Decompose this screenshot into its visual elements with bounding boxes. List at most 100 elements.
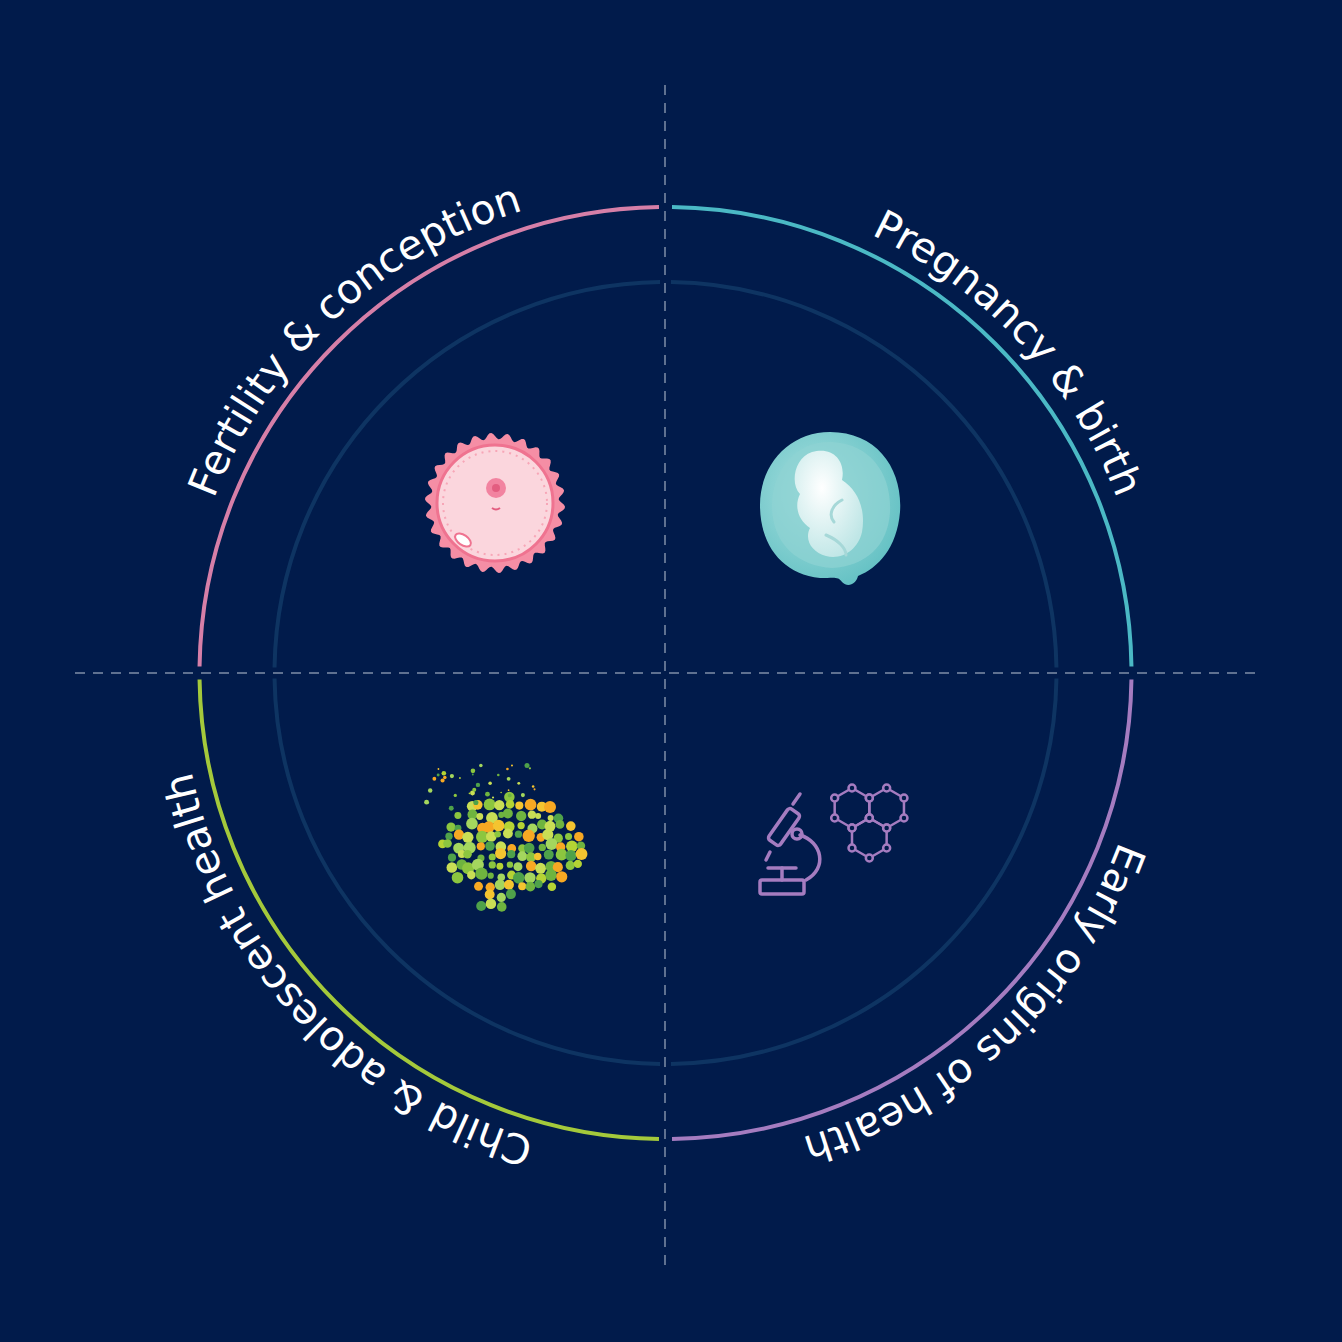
microscope-base — [760, 880, 804, 894]
brain-dot — [494, 831, 501, 838]
atom-dot — [883, 785, 890, 792]
brain-dot — [515, 802, 523, 810]
brain-dot — [515, 831, 522, 838]
quadrant-arc — [672, 680, 1131, 1139]
brain-dot — [488, 873, 494, 879]
brain-dot — [463, 850, 472, 859]
egg-corona — [425, 433, 565, 573]
brain-dot — [495, 848, 506, 859]
womb-shape — [760, 432, 900, 585]
brain-dot — [476, 813, 483, 820]
brain-dot — [513, 862, 522, 871]
brain-dot — [473, 800, 478, 805]
brain-dot — [511, 764, 513, 766]
brain-dot — [517, 822, 524, 829]
brain-dot — [492, 796, 494, 798]
brain-dot — [534, 880, 542, 888]
brain-dot — [518, 882, 526, 890]
vertical-divider — [664, 85, 666, 1265]
brain-dot — [565, 850, 576, 861]
microscope-molecule-icon — [760, 785, 907, 895]
brain-dot — [544, 850, 554, 860]
brain-dot — [507, 861, 513, 867]
inner-ring-arc — [671, 678, 1057, 1064]
brain-dots-icon — [424, 763, 587, 912]
brain-dot — [454, 794, 457, 797]
brain-dot — [495, 879, 506, 890]
brain-dot — [574, 860, 582, 868]
brain-dot — [556, 871, 567, 882]
amniotic-sac — [772, 442, 890, 568]
brain-dot — [517, 851, 527, 861]
egg-membrane — [437, 445, 553, 561]
brain-dot — [507, 777, 511, 781]
label-text-path: Fertility & conception — [179, 174, 527, 503]
microscope-tube — [767, 807, 800, 846]
brain-dot — [476, 783, 480, 787]
atom-dot — [883, 845, 890, 852]
quadrant-arc — [672, 207, 1131, 666]
brain-dot — [485, 890, 495, 900]
brain-dot — [508, 793, 512, 797]
brain-dot — [462, 832, 473, 843]
polar-body — [453, 531, 473, 550]
brain-dot — [566, 821, 576, 831]
brain-dot — [506, 768, 509, 771]
brain-dot — [424, 800, 429, 805]
brain-dot — [535, 863, 546, 874]
atom-dot — [866, 815, 873, 822]
label-text-path: Pregnancy & birth — [867, 201, 1153, 503]
inner-ring-arc — [275, 282, 661, 668]
atom-dot — [900, 795, 907, 802]
atom-dot — [866, 815, 873, 822]
brain-dot — [497, 893, 506, 902]
brain-dot — [534, 853, 541, 860]
atom-dot — [831, 795, 838, 802]
quadrant-label: Fertility & conception — [179, 174, 527, 503]
brain-dot — [448, 854, 456, 862]
brain-dot — [446, 822, 455, 831]
egg-cell-icon — [425, 433, 565, 573]
brain-dot — [437, 774, 440, 777]
atom-dot — [849, 825, 856, 832]
brain-dot — [485, 792, 490, 797]
brain-dot — [532, 785, 535, 788]
brain-dot — [469, 792, 471, 794]
brain-dot — [503, 809, 513, 819]
brain-dot — [544, 801, 556, 813]
brain-dot — [513, 872, 525, 884]
brain-dot — [449, 806, 454, 811]
brain-dot — [521, 793, 525, 797]
horizontal-divider — [75, 672, 1258, 674]
egg-inner-ring — [443, 451, 547, 555]
brain-dot — [503, 829, 513, 839]
microscope-stage — [768, 866, 796, 870]
microscope-arm — [800, 835, 820, 880]
brain-dot — [526, 882, 536, 892]
hexagon — [852, 818, 887, 858]
brain-dot — [524, 872, 535, 883]
brain-dot — [432, 777, 436, 781]
brain-dot — [535, 813, 541, 819]
brain-dot — [526, 861, 536, 871]
fetus-icon — [760, 432, 900, 585]
brain-dot — [474, 882, 483, 891]
brain-dot — [443, 839, 452, 848]
brain-dot — [546, 838, 558, 850]
atom-dot — [866, 855, 873, 862]
microscope-eyepiece — [793, 794, 800, 804]
brain-dot — [523, 830, 535, 842]
brain-dot — [489, 853, 496, 860]
brain-dot — [566, 861, 575, 870]
brain-dot — [483, 821, 495, 833]
egg-nucleus — [486, 478, 506, 498]
brain-dot — [517, 782, 520, 785]
brain-dot — [484, 799, 496, 811]
fetus-body — [795, 451, 863, 557]
microscope-knob — [792, 829, 802, 839]
brain-dot — [466, 818, 478, 830]
brain-dot — [576, 848, 588, 860]
brain-dot — [485, 841, 495, 851]
